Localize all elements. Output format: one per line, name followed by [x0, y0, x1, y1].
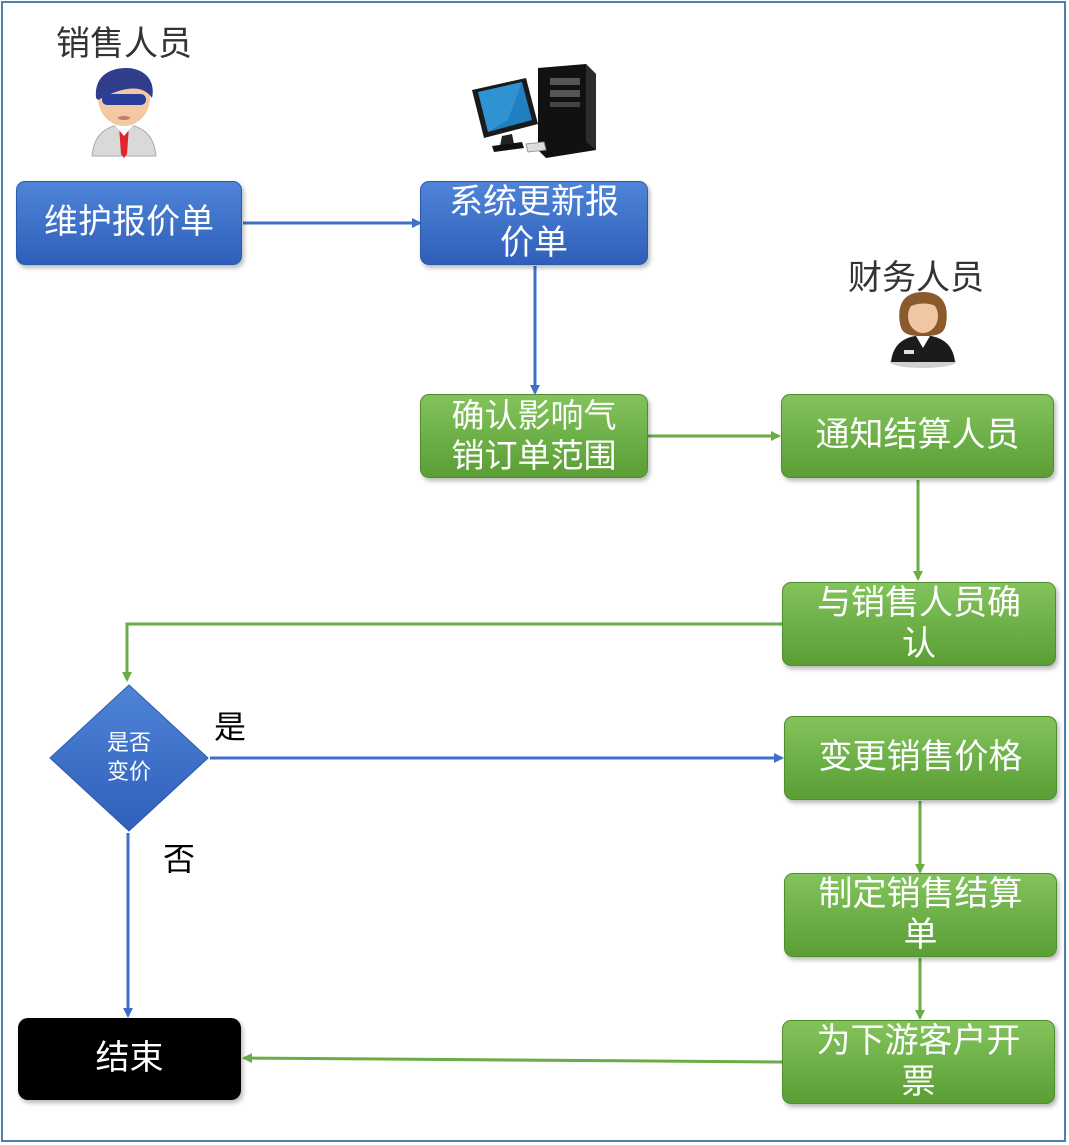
node-maintain-quote: 维护报价单	[16, 181, 242, 265]
node-invoice-customer-label: 为下游客户开 票	[816, 1020, 1021, 1102]
node-confirm-with-sales: 与销售人员确 认	[782, 582, 1056, 666]
node-system-update: 系统更新报 价单	[420, 181, 648, 265]
node-make-statement-label: 制定销售结算 单	[818, 873, 1023, 955]
computer-server-icon	[472, 64, 596, 158]
node-system-update-label: 系统更新报 价单	[449, 181, 619, 263]
node-maintain-quote-label: 维护报价单	[44, 202, 214, 243]
node-notify-settlement: 通知结算人员	[781, 394, 1054, 478]
arrow-confirm-sales-to-decision	[122, 622, 782, 682]
decision-label: 是否 变价	[106, 731, 151, 785]
node-change-price: 变更销售价格	[784, 716, 1057, 800]
decision-diamond	[49, 684, 209, 832]
node-invoice-customer: 为下游客户开 票	[782, 1020, 1055, 1104]
node-end: 结束	[18, 1018, 241, 1100]
sales-role-label: 销售人员	[56, 24, 192, 64]
node-make-statement: 制定销售结算 单	[784, 873, 1057, 957]
node-change-price-label: 变更销售价格	[818, 737, 1023, 778]
node-end-label: 结束	[95, 1038, 164, 1079]
edge-label-no: 否	[163, 840, 196, 878]
node-confirm-with-sales-label: 与销售人员确 认	[817, 582, 1021, 664]
salesman-avatar-icon	[91, 68, 157, 158]
edge-label-yes: 是	[214, 708, 247, 746]
arrow-invoice-to-end	[242, 1053, 783, 1064]
node-confirm-range: 确认影响气 销订单范围	[420, 394, 648, 478]
node-notify-settlement-label: 通知结算人员	[815, 415, 1020, 456]
finance-role-label: 财务人员	[848, 258, 984, 298]
node-confirm-range-label: 确认影响气 销订单范围	[451, 395, 617, 475]
finance-woman-avatar-icon	[890, 292, 956, 368]
